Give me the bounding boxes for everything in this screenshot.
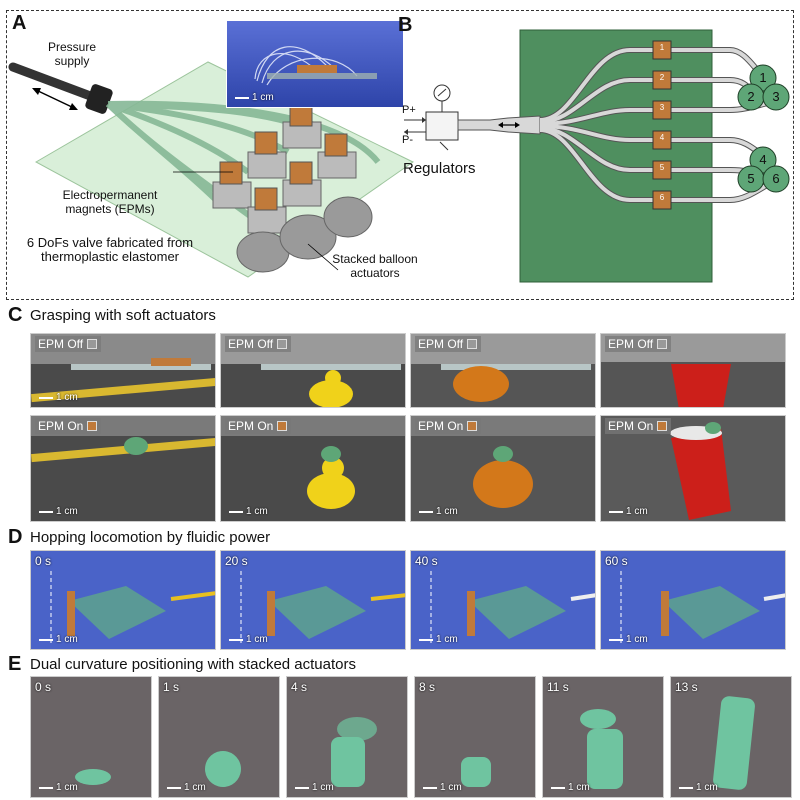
regulators-label: Regulators bbox=[403, 160, 476, 177]
actuator-number: 2 bbox=[747, 89, 755, 104]
stacked-photo-8s: 8 s 1 cm bbox=[414, 676, 536, 798]
stacked-photo-11s: 11 s 1 cm bbox=[542, 676, 664, 798]
timestamp: 60 s bbox=[605, 554, 628, 568]
timestamp: 0 s bbox=[35, 554, 52, 568]
actuator-number: 3 bbox=[772, 89, 780, 104]
grasp-photo-orange-on: EPM On 1 cm bbox=[410, 415, 596, 522]
timestamp: 13 s bbox=[675, 680, 698, 694]
timestamp: 40 s bbox=[415, 554, 438, 568]
valve-circuit-diagram bbox=[404, 29, 790, 283]
stacked-photo-13s: 13 s 1 cm bbox=[670, 676, 792, 798]
actuator-number: 5 bbox=[747, 171, 755, 186]
grasp-photo-bar-off: EPM Off 1 cm bbox=[30, 333, 216, 408]
valve-description-label: 6 DoFs valve fabricated from thermoplast… bbox=[26, 235, 194, 264]
valve-number: 5 bbox=[659, 163, 665, 172]
epm-status-tag: EPM On bbox=[35, 418, 102, 434]
panel-a-inset-photo: 1 cm bbox=[226, 20, 404, 108]
epm-status-tag: EPM On bbox=[225, 418, 292, 434]
grasp-photo-cup-off: EPM Off bbox=[600, 333, 786, 408]
panel-c-title: Grasping with soft actuators bbox=[30, 307, 216, 324]
figure-frame-ab bbox=[6, 10, 794, 300]
panel-letter-b: B bbox=[398, 14, 413, 36]
epm-status-tag: EPM On bbox=[605, 418, 672, 434]
grasp-photo-duck-off: EPM Off bbox=[220, 333, 406, 408]
timestamp: 8 s bbox=[419, 680, 436, 694]
p-minus-label: P- bbox=[402, 134, 413, 146]
epm-status-tag: EPM Off bbox=[605, 336, 672, 352]
panel-letter-d: D bbox=[8, 526, 23, 548]
timestamp: 4 s bbox=[291, 680, 308, 694]
stacked-photo-1s: 1 s 1 cm bbox=[158, 676, 280, 798]
timestamp: 1 s bbox=[163, 680, 180, 694]
valve-number: 4 bbox=[659, 133, 665, 142]
panel-d-title: Hopping locomotion by fluidic power bbox=[30, 529, 271, 546]
epm-status-tag: EPM On bbox=[415, 418, 482, 434]
valve-number: 6 bbox=[659, 193, 665, 202]
timestamp: 11 s bbox=[547, 680, 569, 694]
grasp-photo-duck-on: EPM On 1 cm bbox=[220, 415, 406, 522]
epm-status-tag: EPM Off bbox=[225, 336, 292, 352]
grasp-photo-orange-off: EPM Off bbox=[410, 333, 596, 408]
hopping-photo-20s: 20 s 1 cm bbox=[220, 550, 406, 650]
grasp-photo-bar-on: EPM On 1 cm bbox=[30, 415, 216, 522]
valve-number: 1 bbox=[659, 43, 665, 52]
stacked-photo-0s: 0 s 1 cm bbox=[30, 676, 152, 798]
panel-letter-e: E bbox=[8, 653, 22, 675]
actuator-number: 6 bbox=[772, 171, 780, 186]
panel-a-inset-scale: 1 cm bbox=[235, 92, 274, 103]
panel-letter-c: C bbox=[8, 304, 23, 326]
p-plus-label: P+ bbox=[402, 104, 416, 116]
valve-number: 2 bbox=[659, 73, 665, 82]
panel-e-title: Dual curvature positioning with stacked … bbox=[30, 656, 357, 673]
hopping-photo-0s: 0 s 1 cm bbox=[30, 550, 216, 650]
hopping-photo-40s: 40 s 1 cm bbox=[410, 550, 596, 650]
timestamp: 20 s bbox=[225, 554, 248, 568]
hopping-photo-60s: 60 s 1 cm bbox=[600, 550, 786, 650]
grasp-photo-cup-on: EPM On 1 cm bbox=[600, 415, 786, 522]
timestamp: 0 s bbox=[35, 680, 52, 694]
epm-status-tag: EPM Off bbox=[35, 336, 102, 352]
valve-schematic-illustration bbox=[8, 61, 414, 278]
actuator-number: 1 bbox=[759, 70, 767, 85]
stacked-photo-4s: 4 s 1 cm bbox=[286, 676, 408, 798]
epm-status-tag: EPM Off bbox=[415, 336, 482, 352]
actuator-number: 4 bbox=[759, 152, 767, 167]
pressure-supply-label: Pressure supply bbox=[47, 40, 97, 68]
stacked-actuators-label: Stacked balloon actuators bbox=[332, 252, 418, 280]
panel-letter-a: A bbox=[12, 12, 27, 34]
valve-number: 3 bbox=[659, 103, 665, 112]
epm-label: Electropermanent magnets (EPMs) bbox=[62, 188, 158, 216]
